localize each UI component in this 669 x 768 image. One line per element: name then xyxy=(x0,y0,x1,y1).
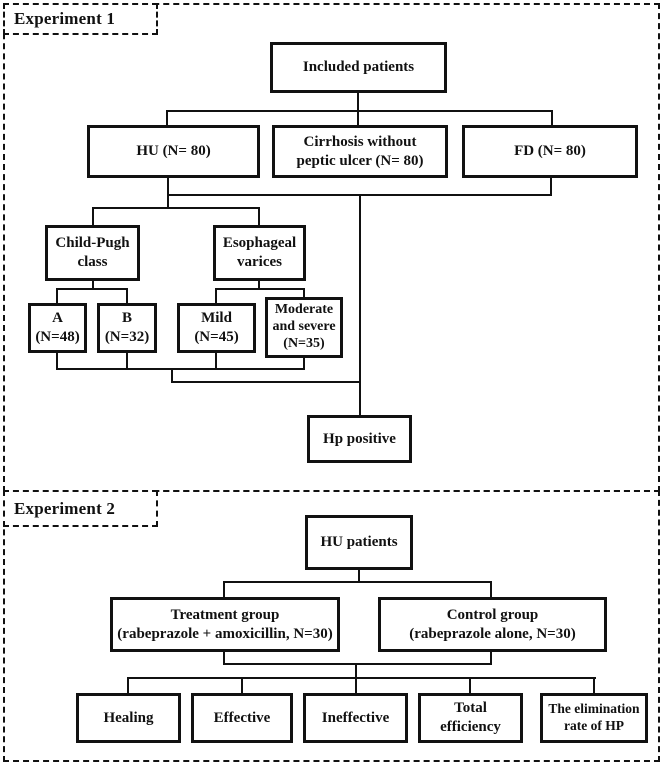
node-hu-patients: HU patients xyxy=(305,515,413,570)
experiment1-label: Experiment 1 xyxy=(3,3,158,35)
connector-line xyxy=(127,677,129,694)
node-ineffective: Ineffective xyxy=(303,693,408,743)
connector-line xyxy=(56,288,58,304)
node-healing: Healing xyxy=(76,693,181,743)
connector-line xyxy=(92,207,94,226)
connector-line xyxy=(223,663,492,665)
node-cirrhosis-without-peptic-ulcer: Cirrhosis without peptic ulcer (N= 80) xyxy=(272,125,448,178)
connector-line xyxy=(303,288,305,298)
node-fd: FD (N= 80) xyxy=(462,125,638,178)
connector-line xyxy=(166,110,168,126)
connector-line xyxy=(358,570,360,583)
node-esophageal-varices: Esophageal varices xyxy=(213,225,306,281)
connector-line xyxy=(490,581,492,598)
connector-line xyxy=(223,651,225,665)
connector-line xyxy=(56,288,128,290)
connector-line xyxy=(56,368,305,370)
node-treatment-group: Treatment group (rabeprazole + amoxicill… xyxy=(110,597,340,652)
connector-line xyxy=(303,356,305,370)
node-hu: HU (N= 80) xyxy=(87,125,260,178)
node-child-pugh-a: A (N=48) xyxy=(28,303,87,353)
connector-line xyxy=(56,352,58,370)
connector-line xyxy=(490,651,492,665)
connector-line xyxy=(126,288,128,304)
node-elimination-rate-hp: The elimination rate of HP xyxy=(540,693,648,743)
connector-line xyxy=(357,91,359,127)
connector-line xyxy=(258,207,260,226)
connector-line xyxy=(359,194,361,416)
connector-line xyxy=(593,677,595,694)
connector-line xyxy=(167,178,169,209)
node-varices-moderate-severe: Moderate and severe (N=35) xyxy=(265,297,343,358)
node-control-group: Control group (rabeprazole alone, N=30) xyxy=(378,597,607,652)
node-effective: Effective xyxy=(191,693,293,743)
connector-line xyxy=(92,207,260,209)
connector-line xyxy=(166,110,553,112)
connector-line xyxy=(551,110,553,126)
node-hp-positive: Hp positive xyxy=(307,415,412,463)
node-total-efficiency: Total efficiency xyxy=(418,693,523,743)
node-child-pugh-b: B (N=32) xyxy=(97,303,157,353)
connector-line xyxy=(550,178,552,195)
connector-line xyxy=(215,288,305,290)
connector-line xyxy=(258,281,260,289)
connector-line xyxy=(92,281,94,289)
connector-line xyxy=(215,352,217,370)
connector-line xyxy=(215,288,217,304)
connector-line xyxy=(223,581,492,583)
node-child-pugh-class: Child-Pugh class xyxy=(45,225,140,281)
connector-line xyxy=(223,581,225,598)
experiment2-region-border xyxy=(3,490,660,762)
connector-line xyxy=(469,677,471,694)
connector-line xyxy=(241,677,243,694)
connector-line xyxy=(171,368,173,383)
experiment2-label: Experiment 2 xyxy=(3,490,158,527)
connector-line xyxy=(127,677,596,679)
node-varices-mild: Mild (N=45) xyxy=(177,303,256,353)
connector-line xyxy=(171,381,361,383)
node-included-patients: Included patients xyxy=(270,42,447,93)
connector-line xyxy=(126,352,128,370)
